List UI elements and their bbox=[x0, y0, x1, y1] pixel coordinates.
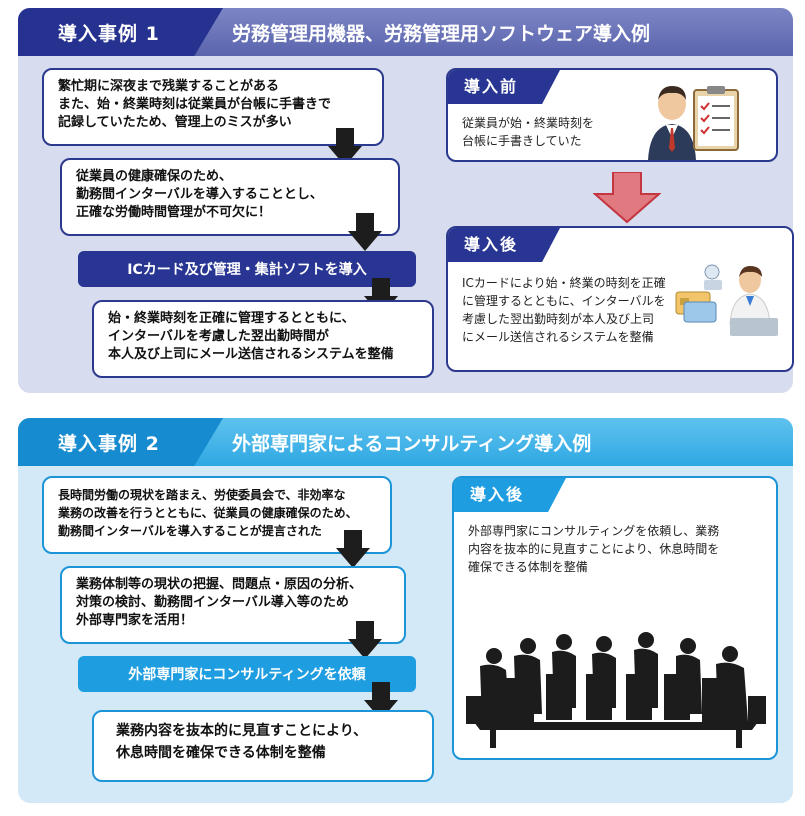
down-arrow-icon bbox=[336, 530, 370, 568]
down-arrow-icon bbox=[348, 621, 382, 659]
case2-header: 導入事例 2 外部専門家によるコンサルティング導入例 bbox=[18, 418, 793, 466]
case1-pill: ICカード及び管理・集計ソフトを導入 bbox=[78, 251, 416, 287]
case2-after-label: 導入後 bbox=[454, 478, 566, 512]
meeting-silhouette-icon bbox=[466, 632, 766, 748]
case2-title: 外部専門家によるコンサルティング導入例 bbox=[232, 433, 592, 455]
case2-tag-label: 導入事例 2 bbox=[58, 433, 160, 455]
case1-box1-line: 記録していたため、管理上のミスが多い bbox=[58, 115, 292, 130]
case1-after-line: 考慮した翌出勤時刻が本人及び上司 bbox=[462, 312, 655, 326]
case2-box1-line: 業務の改善を行うとともに、従業員の健康確保のため、 bbox=[58, 506, 358, 520]
businessman-clipboard-icon bbox=[648, 86, 739, 160]
case1-after-card: 導入後 ICカードにより始・終業の時刻を正確 に管理するとともに、インターバルを… bbox=[446, 226, 794, 372]
case2-box2: 業務体制等の現状の把握、問題点・原因の分析、 対策の検討、勤務間インターバル導入… bbox=[60, 566, 406, 644]
case2-after-line: 外部専門家にコンサルティングを依頼し、業務 bbox=[468, 524, 720, 538]
down-arrow-icon bbox=[348, 213, 382, 251]
case2-tag: 導入事例 2 bbox=[18, 418, 223, 466]
case2-box3-line: 業務内容を抜本的に見直すことにより、 bbox=[116, 723, 368, 739]
case1-before-label: 導入前 bbox=[448, 70, 560, 104]
case2-box1-line: 長時間労働の現状を踏まえ、労使委員会で、非効率な bbox=[58, 488, 346, 502]
case1-box2-line: 従業員の健康確保のため、 bbox=[76, 169, 233, 184]
case1-box3-line: 本人及び上司にメール送信されるシステムを整備 bbox=[108, 347, 394, 362]
case1-after-line: にメール送信されるシステムを整備 bbox=[462, 330, 654, 344]
case1-box1-line: 繁忙期に深夜まで残業することがある bbox=[58, 79, 280, 94]
case1-panel: 導入事例 1 労務管理用機器、労務管理用ソフトウェア導入例 繁忙期に深夜まで残業… bbox=[18, 8, 794, 393]
case2-after-card: 導入後 外部専門家にコンサルティングを依頼し、業務 内容を抜本的に見直すことによ… bbox=[452, 476, 778, 760]
case2-panel: 導入事例 2 外部専門家によるコンサルティング導入例 長時間労働の現状を踏まえ、… bbox=[18, 418, 793, 803]
case1-box2-line: 勤務間インターバルを導入することとし、 bbox=[76, 187, 323, 202]
case1-after-line: に管理するとともに、インターバルを bbox=[462, 294, 666, 308]
case1-before-line: 従業員が始・終業時刻を bbox=[462, 116, 595, 130]
case2-box2-line: 対策の検討、勤務間インターバル導入等のため bbox=[76, 595, 349, 610]
ic-card-user-icon bbox=[675, 264, 778, 336]
case1-box2-line: 正確な労働時間管理が不可欠に！ bbox=[76, 205, 272, 220]
case1-box3: 始・終業時刻を正確に管理するとともに、 インターバルを考慮した翌出勤時間が 本人… bbox=[92, 300, 434, 378]
case1-box2: 従業員の健康確保のため、 勤務間インターバルを導入することとし、 正確な労働時間… bbox=[60, 158, 400, 236]
case1-box1: 繁忙期に深夜まで残業することがある また、始・終業時刻は従業員が台帳に手書きで … bbox=[42, 68, 384, 146]
case1-before-line: 台帳に手書きしていた bbox=[462, 134, 582, 148]
case1-tag-label: 導入事例 1 bbox=[58, 23, 160, 45]
case2-after-line: 内容を抜本的に見直すことにより、休息時間を bbox=[468, 542, 720, 556]
case2-pill: 外部専門家にコンサルティングを依頼 bbox=[78, 656, 416, 692]
case1-before-card: 導入前 従業員が始・終業時刻を 台帳に手書きしていた bbox=[446, 68, 778, 162]
case2-box2-line: 外部専門家を活用！ bbox=[76, 613, 194, 628]
case1-box3-line: 始・終業時刻を正確に管理するとともに、 bbox=[108, 311, 355, 326]
red-down-arrow-icon bbox=[593, 172, 661, 224]
case2-after-line: 確保できる体制を整備 bbox=[468, 560, 588, 574]
case2-box3-line: 休息時間を確保できる体制を整備 bbox=[116, 745, 326, 761]
case1-after-line: ICカードにより始・終業の時刻を正確 bbox=[462, 276, 666, 290]
case1-box1-line: また、始・終業時刻は従業員が台帳に手書きで bbox=[58, 97, 332, 112]
case2-box1-line: 勤務間インターバルを導入することが提言された bbox=[58, 524, 322, 538]
case1-title: 労務管理用機器、労務管理用ソフトウェア導入例 bbox=[232, 23, 651, 45]
case2-box3: 業務内容を抜本的に見直すことにより、 休息時間を確保できる体制を整備 bbox=[92, 710, 434, 782]
case1-tag: 導入事例 1 bbox=[18, 8, 223, 56]
case2-box2-line: 業務体制等の現状の把握、問題点・原因の分析、 bbox=[76, 577, 363, 592]
case1-box3-line: インターバルを考慮した翌出勤時間が bbox=[108, 329, 329, 344]
case1-header: 導入事例 1 労務管理用機器、労務管理用ソフトウェア導入例 bbox=[18, 8, 793, 56]
case2-box1: 長時間労働の現状を踏まえ、労使委員会で、非効率な 業務の改善を行うとともに、従業… bbox=[42, 476, 392, 554]
case1-after-label: 導入後 bbox=[448, 228, 560, 262]
